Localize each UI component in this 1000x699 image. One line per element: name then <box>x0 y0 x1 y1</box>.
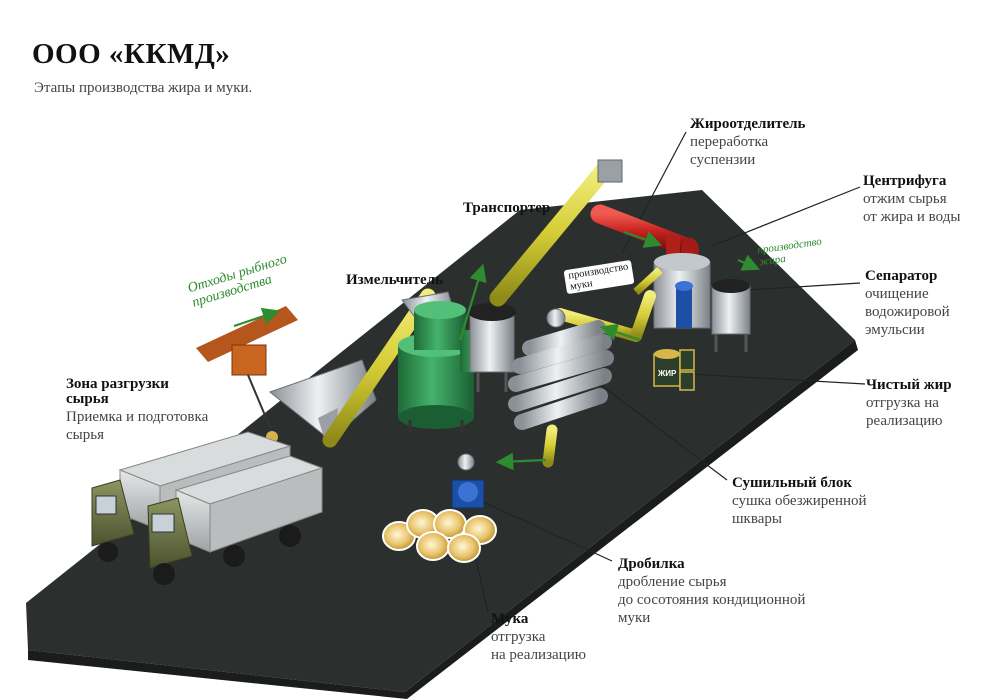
label-unloading-zone: Зона разгрузки сырья Приемка и подготовк… <box>66 375 208 444</box>
label-centrifuge: Центрифуга отжим сырья от жира и воды <box>863 172 960 226</box>
unloading-title-line2: сырья <box>66 391 109 407</box>
crusher-title: Дробилка <box>618 556 685 572</box>
unloading-desc-line1: Приемка и подготовка <box>66 409 209 425</box>
unloading-title-line1: Зона разгрузки <box>66 376 169 392</box>
drying-title: Сушильный блок <box>732 475 853 491</box>
fat-separator-title: Жироотделитель <box>690 116 806 132</box>
separator-desc-line3: эмульсии <box>865 322 925 338</box>
fat-separator-desc-line1: переработка <box>690 134 769 150</box>
dump-truck-front <box>147 455 324 585</box>
label-grinder: Измельчитель <box>346 271 443 289</box>
flow-arrows <box>233 230 761 471</box>
flour-title: Мука <box>491 611 529 627</box>
page-subtitle: Этапы производства жира и муки. <box>34 80 253 96</box>
flour-desc-line1: отгрузка <box>491 629 546 645</box>
grinder-title: Измельчитель <box>346 272 444 288</box>
pure-fat-desc-line1: отгрузка на <box>866 395 939 411</box>
fat-drums: ЖИР <box>653 349 695 391</box>
fat-separator-desc-line2: суспензии <box>690 152 756 168</box>
auger-conveyor-2 <box>489 159 623 307</box>
drying-desc-line1: сушка обезжиренной <box>732 493 867 509</box>
separator-desc-line2: водожировой <box>865 304 950 320</box>
crusher-desc-line3: муки <box>618 610 651 626</box>
label-drying-block: Сушильный блок сушка обезжиренной шквары <box>732 474 867 528</box>
grinder-feed-bin <box>468 303 516 392</box>
pure-fat-desc-line2: реализацию <box>866 413 943 429</box>
conveyor-title: Транспортер <box>463 200 551 216</box>
label-fat-separator: Жироотделитель переработка суспензии <box>690 115 805 169</box>
drying-block <box>508 308 614 430</box>
grinder-tank <box>398 301 500 432</box>
label-flour: Мука отгрузка на реализацию <box>491 610 586 664</box>
centrifuge-desc-line2: от жира и воды <box>863 209 961 225</box>
crusher-unit <box>451 479 485 509</box>
drying-desc-line2: шквары <box>732 511 782 527</box>
separator-tank <box>675 279 751 352</box>
label-conveyor: Транспортер <box>463 199 550 217</box>
separator-desc-line1: очищение <box>865 286 929 302</box>
floor-edge <box>28 340 858 699</box>
drum-label: ЖИР <box>657 369 677 378</box>
page-title: ООО «ККМД» <box>32 38 231 70</box>
label-pure-fat: Чистый жир отгрузка на реализацию <box>866 376 952 430</box>
crusher-desc-line2: до сосотояния кондиционной <box>618 592 806 608</box>
label-separator: Сепаратор очищение водожировой эмульсии <box>865 267 950 339</box>
centrifuge-title: Центрифуга <box>863 173 947 189</box>
separator-title: Сепаратор <box>865 268 938 284</box>
label-crusher: Дробилка дробление сырья до сосотояния к… <box>618 555 805 627</box>
crusher-desc-line1: дробление сырья <box>618 574 727 590</box>
unloading-desc-line2: сырья <box>66 427 104 443</box>
flour-desc-line2: на реализацию <box>491 647 586 663</box>
pure-fat-title: Чистый жир <box>866 377 952 393</box>
flour-sacks <box>382 509 497 563</box>
centrifuge-desc-line1: отжим сырья <box>863 191 947 207</box>
